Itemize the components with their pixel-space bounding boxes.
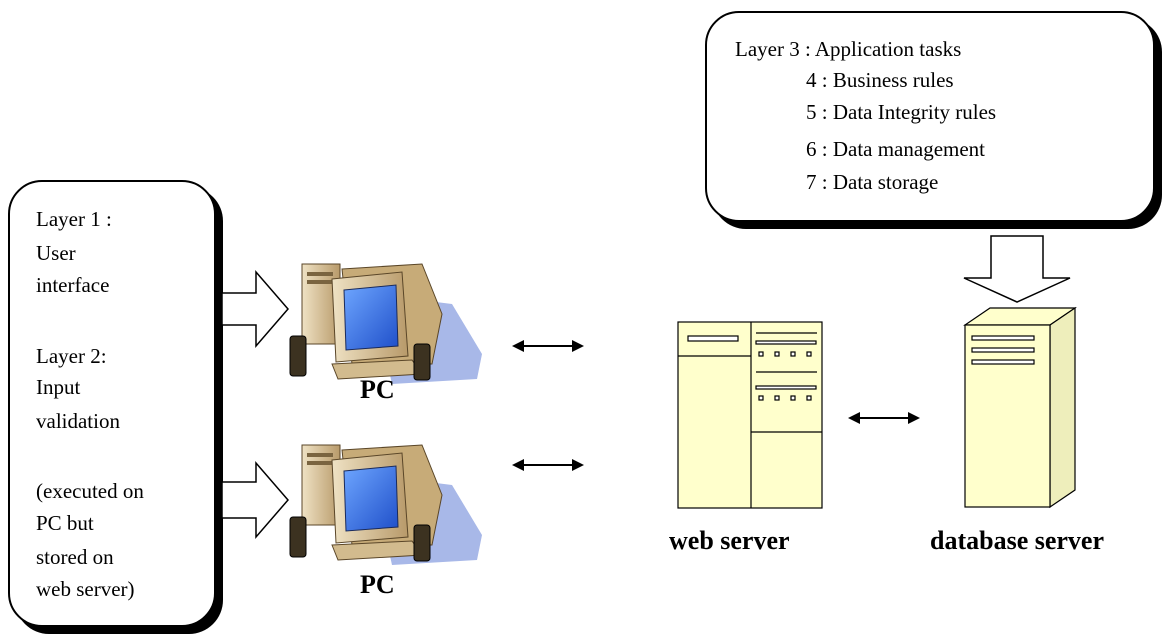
pc-bottom-web-link [512, 459, 584, 471]
database-server-label: database server [930, 526, 1105, 555]
layer6-line: 6 : Data management [806, 137, 986, 161]
note-line1: (executed on [36, 479, 144, 503]
database-server-icon [963, 306, 1077, 509]
client-layers-box [8, 180, 216, 627]
layer1-title: Layer 1 : [36, 207, 112, 231]
note-line3: stored on [36, 545, 114, 569]
web-database-link [848, 412, 920, 424]
note-line2: PC but [36, 511, 94, 535]
pc-top-label: PC [360, 375, 395, 404]
web-server-icon [677, 321, 823, 509]
block-arrow-to-database [963, 235, 1071, 303]
layer7-line: 7 : Data storage [806, 170, 939, 194]
block-arrow-to-pc-top [221, 269, 289, 349]
pc-icon-top [289, 263, 483, 385]
pc-top-web-link [512, 340, 584, 352]
layer4-line: 4 : Business rules [806, 68, 954, 92]
layer1-line2: User [36, 241, 76, 265]
pc-icon-bottom [289, 444, 483, 566]
note-line4: web server) [36, 577, 135, 601]
layer5-line: 5 : Data Integrity rules [806, 100, 997, 124]
layer2-title: Layer 2: [36, 344, 107, 368]
layer3-line: Layer 3 : Application tasks [735, 37, 962, 61]
server-layers-box [705, 11, 1155, 222]
layer1-line3: interface [36, 273, 110, 297]
layer2-line3: validation [36, 409, 120, 433]
layer2-line2: Input [36, 375, 81, 399]
block-arrow-to-pc-bottom [221, 460, 289, 540]
pc-bottom-label: PC [360, 570, 395, 599]
web-server-label: web server [669, 526, 790, 555]
